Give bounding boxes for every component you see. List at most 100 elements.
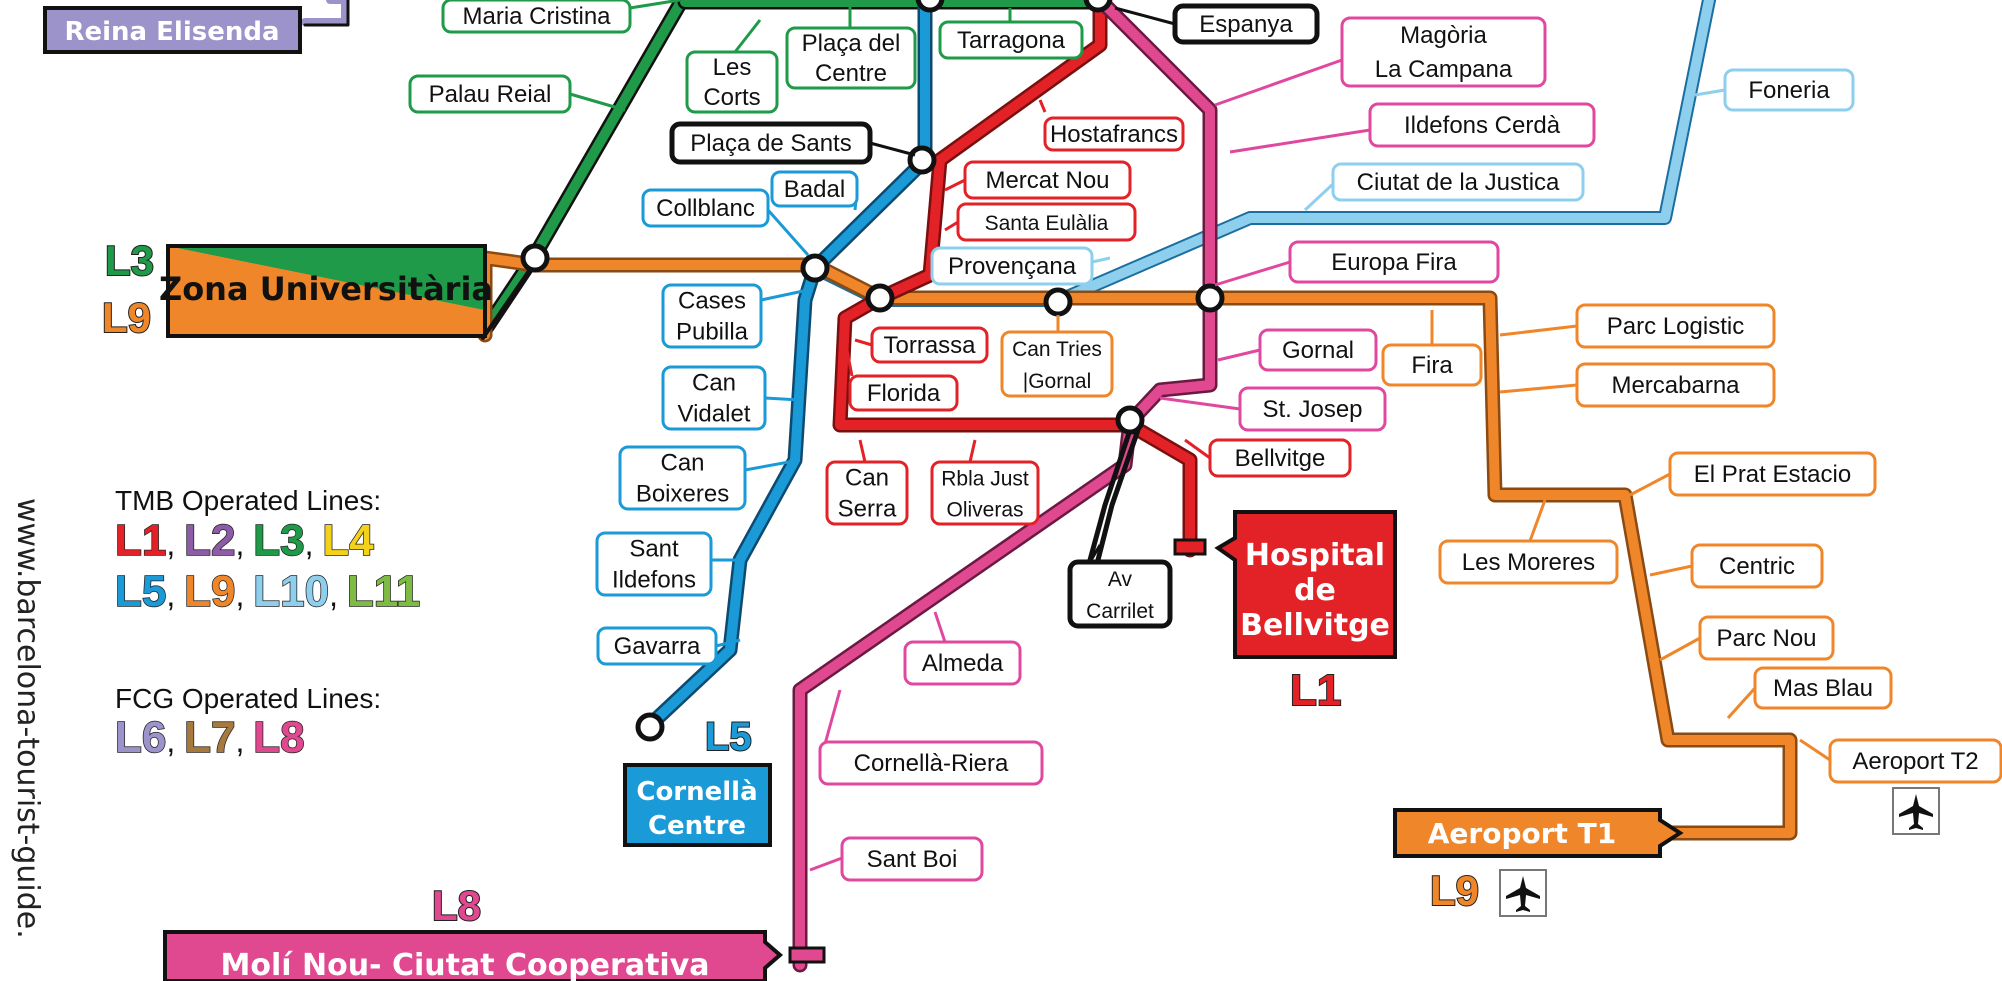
station-label-almeda: Almeda: [903, 611, 1022, 686]
station-label-maria-cristina: Maria Cristina: [441, 0, 681, 34]
station-name: Les: [713, 54, 752, 81]
station-name: Vidalet: [678, 401, 751, 428]
terminal-zona-universitaria: Zona Universitària: [159, 244, 493, 338]
station-label-st-josep: St. Josep: [1159, 386, 1387, 432]
station-name: Les Moreres: [1462, 549, 1595, 576]
station-name: Can: [845, 465, 889, 492]
station-label-mas-blau: Mas Blau: [1726, 666, 1893, 720]
station-name: Centre: [815, 60, 887, 87]
station-name: Bellvitge: [1235, 445, 1326, 472]
station-label-gavarra: Gavarra: [596, 626, 741, 666]
station-label-palau-reial: Palau Reial: [408, 74, 626, 114]
station-name: Can Tries: [1012, 338, 1102, 361]
station-name: Boixeres: [636, 481, 729, 508]
station-name: Mercabarna: [1611, 372, 1740, 399]
station-label-hostafrancs: Hostafrancs: [1038, 99, 1185, 152]
terminal-hospital-bellvitge: Hospital de Bellvitge: [1173, 510, 1397, 659]
station-name: Europa Fira: [1331, 249, 1457, 276]
station-name: Sant: [629, 536, 679, 563]
station-label-ildefons: Ildefons Cerdà: [1229, 102, 1596, 154]
airplane-icon: [1499, 869, 1547, 917]
station-name: Parc Nou: [1716, 625, 1816, 652]
badge-l8: L8: [432, 882, 481, 929]
interchange-torrassa: [865, 283, 895, 313]
station-label-santa-eulalia: Santa Eulàlia: [944, 202, 1137, 242]
station-label-provencana: Provençana: [930, 246, 1111, 286]
station-label-can-tries: Can Tries |Gornal: [1000, 315, 1114, 398]
station-name: Florida: [867, 380, 941, 407]
station-name: Almeda: [922, 650, 1004, 677]
station-name: Gavarra: [614, 633, 701, 660]
station-name: Collblanc: [656, 195, 755, 222]
station-name: |Gornal: [1023, 370, 1092, 393]
station-name: Foneria: [1748, 77, 1830, 104]
badge-l3: L3: [105, 237, 154, 284]
legend-line-l6: L6: [115, 713, 166, 762]
terminal-label: Zona Universitària: [159, 270, 493, 308]
station-name: Palau Reial: [429, 81, 552, 108]
station-name: Cornellà-Riera: [854, 750, 1009, 777]
svg-text:Bellvitge: Bellvitge: [1240, 608, 1390, 643]
station-label-aeroport-t2: Aeroport T2: [1799, 738, 2002, 784]
station-name: Ildefons Cerdà: [1404, 112, 1561, 139]
legend-line-l3: L3: [253, 516, 304, 565]
svg-text:Hospital: Hospital: [1245, 538, 1385, 573]
station-name: Maria Cristina: [462, 3, 611, 30]
legend-tmb-title: TMB Operated Lines:: [115, 485, 381, 516]
station-label-centric: Centric: [1649, 543, 1824, 589]
station-name: Plaça del: [802, 30, 901, 57]
badge-l1: L1: [1290, 666, 1341, 715]
station-name: Can: [660, 450, 704, 477]
interchange-placa-sants: [907, 145, 937, 175]
interchange-espanya: [1083, 0, 1113, 13]
station-name: Provençana: [948, 253, 1077, 280]
station-name: Plaça de Sants: [690, 130, 851, 157]
station-name: Av: [1108, 568, 1133, 591]
legend-line-l11: L11: [347, 567, 420, 616]
svg-text:Molí Nou- Ciutat Cooperativa: Molí Nou- Ciutat Cooperativa: [221, 948, 710, 981]
interchange-collblanc: [800, 253, 830, 283]
svg-text:de: de: [1294, 573, 1336, 608]
station-label-bellvitge: Bellvitge: [1184, 438, 1352, 478]
station-label-sant-boi: Sant Boi: [809, 836, 984, 882]
interchange-zona: [520, 243, 550, 273]
station-label-florida: Florida: [843, 339, 959, 412]
station-label-tarragona: Tarragona: [938, 8, 1084, 60]
line-l1: [832, 0, 1198, 558]
station-name: Magòria: [1400, 22, 1487, 49]
interchange-cornella: [635, 712, 665, 742]
station-name: Tarragona: [957, 27, 1066, 54]
station-label-parc-nou: Parc Nou: [1659, 615, 1835, 662]
badge-l5: L5: [705, 715, 752, 759]
station-label-badal: Badal: [770, 170, 859, 211]
station-name: Cases: [678, 288, 746, 315]
line-av-carrilet-link: [1087, 427, 1141, 563]
station-name: La Campana: [1375, 56, 1513, 83]
station-label-espanya: Espanya: [1114, 3, 1320, 45]
station-name: Pubilla: [676, 319, 749, 346]
legend-tmb-row2: L5, L9, L10, L11: [115, 567, 420, 616]
station-label-ciutat-justicia: Ciutat de la Justica: [1303, 162, 1585, 212]
svg-text:Centre: Centre: [648, 811, 746, 841]
station-name: El Prat Estacio: [1694, 461, 1851, 488]
legend-fcg-row: L6, L7, L8: [115, 713, 305, 762]
legend-line-l4: L4: [322, 516, 374, 565]
station-name: Can: [692, 370, 736, 397]
interchange-can-tries: [1043, 287, 1073, 317]
interchange-tarragona: [915, 0, 945, 13]
legend-line-l7: L7: [184, 713, 235, 762]
legend-line-l10: L10: [253, 567, 329, 616]
terminal-aeroport-t1: Aeroport T1: [1393, 808, 1684, 858]
station-name: St. Josep: [1262, 396, 1362, 423]
station-name: Ciutat de la Justica: [1357, 169, 1560, 196]
station-name: Mercat Nou: [985, 167, 1109, 194]
svg-text:Aeroport T1: Aeroport T1: [1428, 817, 1617, 850]
station-name: Serra: [838, 496, 897, 523]
